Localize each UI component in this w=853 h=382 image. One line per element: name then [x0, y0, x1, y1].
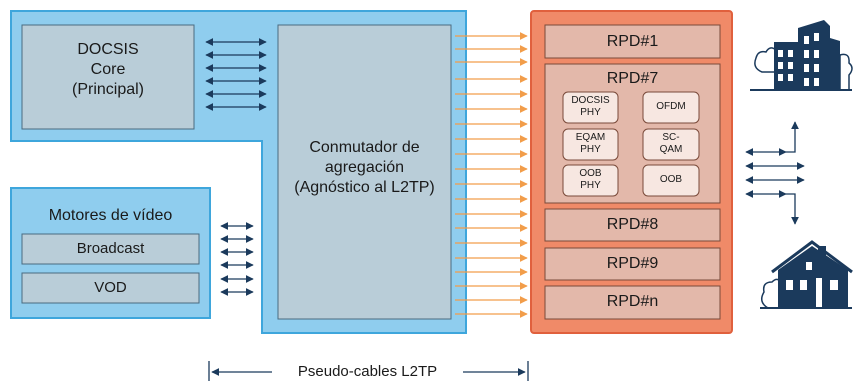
- aggregation-switch-box: [277, 24, 452, 320]
- rpd9-label: RPD#9: [606, 255, 659, 272]
- rpdn-label: RPD#n: [606, 293, 659, 310]
- sub-arrow-up: [786, 121, 799, 153]
- docsis-phy-line-2: PHY: [580, 107, 601, 118]
- vod-box: [21, 272, 200, 304]
- pseudowire-label: Pseudo-cables L2TP: [297, 363, 438, 380]
- subscriber-arrows: [745, 121, 805, 225]
- module-oob-phy-label: OOB PHY: [563, 168, 618, 192]
- module-eqam-phy-label: EQAM PHY: [563, 132, 618, 156]
- rpd7-label: RPD#7: [606, 70, 659, 87]
- eqam-phy-line-1: EQAM: [575, 132, 606, 143]
- module-ofdm-label: OFDM: [656, 101, 686, 112]
- sc-qam-line-1: SC-: [662, 132, 680, 143]
- module-oob-label: OOB: [659, 174, 683, 185]
- switch-label: Conmutador de agregación (Agnóstico al L…: [278, 138, 451, 198]
- core-line-2: Core: [90, 61, 126, 78]
- module-oob: [642, 164, 700, 197]
- rpd1-box: [544, 24, 721, 59]
- module-ofdm: [642, 91, 700, 124]
- rpd8-label: RPD#8: [606, 216, 659, 233]
- pseudowire-arrows: [455, 32, 528, 318]
- video-switch-arrows: [220, 222, 254, 296]
- docsis-phy-line-1: DOCSIS: [571, 95, 610, 106]
- video-engines-title: Motores de vídeo: [48, 207, 173, 224]
- module-sc-qam: [642, 128, 700, 161]
- broadcast-box: [21, 233, 200, 265]
- core-line-3: (Principal): [71, 81, 144, 98]
- core-line-1: DOCSIS: [77, 41, 139, 58]
- docsis-core-label: DOCSIS Core (Principal): [22, 40, 194, 100]
- module-docsis-phy-label: DOCSIS PHY: [563, 95, 618, 119]
- sc-qam-line-2: QAM: [659, 144, 683, 155]
- sub-arrow-down: [786, 193, 799, 225]
- module-sc-qam-label: SC- QAM: [643, 132, 699, 156]
- rpd9-box: [544, 247, 721, 281]
- pseudowire-bracket: [208, 361, 529, 381]
- switch-line-2: agregación: [324, 159, 405, 176]
- rpdn-box: [544, 285, 721, 320]
- switch-line-1: Conmutador de: [309, 139, 420, 156]
- core-switch-arrows: [205, 38, 267, 111]
- module-eqam-phy: [562, 128, 619, 161]
- vod-label: VOD: [94, 279, 127, 296]
- buildings-icon: [750, 20, 853, 91]
- rpd8-box: [544, 208, 721, 242]
- oob-phy-line-1: OOB: [579, 168, 602, 179]
- switch-line-3: (Agnóstico al L2TP): [294, 179, 435, 196]
- oob-phy-line-2: PHY: [580, 180, 601, 191]
- module-docsis-phy: [562, 91, 619, 124]
- docsis-core-box: [21, 24, 195, 130]
- eqam-phy-line-2: PHY: [580, 144, 601, 155]
- broadcast-label: Broadcast: [76, 240, 145, 257]
- module-oob-phy: [562, 164, 619, 197]
- house-icon: [760, 240, 853, 309]
- rpd1-label: RPD#1: [606, 33, 659, 50]
